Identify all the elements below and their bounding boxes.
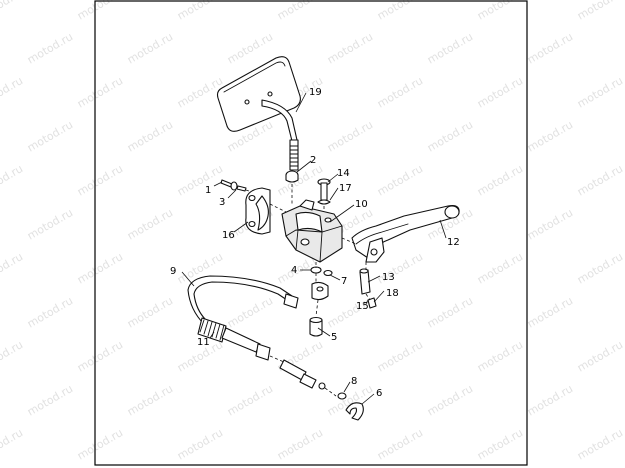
watermark-text: motod.ru (225, 30, 275, 66)
watermark-text: motod.ru (575, 0, 625, 23)
watermark-text: motod.ru (275, 162, 325, 198)
callout-6: 6 (376, 388, 382, 399)
part-clutch-lever (341, 204, 460, 263)
watermark-text: motod.ru (425, 294, 475, 330)
watermark-text: motod.ru (575, 250, 625, 286)
watermark-text: motod.ru (525, 30, 575, 66)
callout-8: 8 (351, 376, 357, 387)
watermark-text: motod.ru (475, 0, 525, 23)
watermark-text: motod.ru (375, 338, 425, 374)
watermark-text: motod.ru (75, 162, 125, 198)
callout-10: 10 (355, 199, 368, 210)
watermark-text: motod.ru (0, 250, 25, 286)
watermark-text: motod.ru (125, 206, 175, 242)
watermark-text: motod.ru (0, 426, 25, 462)
watermark-text: motod.ru (275, 426, 325, 462)
part-lever-bracket (281, 199, 343, 263)
watermark-text: motod.ru (575, 338, 625, 374)
callout-13: 13 (382, 272, 395, 283)
watermark-text: motod.ru (175, 426, 225, 462)
watermark-text: motod.ru (175, 162, 225, 198)
part-clamp (245, 187, 287, 235)
watermark-text: motod.ru (125, 382, 175, 418)
watermark-text: motod.ru (475, 162, 525, 198)
watermark-text: motod.ru (375, 426, 425, 462)
part-cable-clip (337, 392, 364, 421)
callout-1: 1 (205, 185, 211, 196)
part-adjuster-stack (309, 262, 333, 337)
watermark-text: motod.ru (325, 118, 375, 154)
callout-17: 17 (339, 183, 352, 194)
diagram-frame (94, 0, 528, 466)
watermark-text: motod.ru (425, 30, 475, 66)
watermark-text: motod.ru (0, 338, 25, 374)
watermark-text: motod.ru (75, 0, 125, 23)
watermark-text: motod.ru (575, 162, 625, 198)
watermark-text: motod.ru (25, 30, 75, 66)
callout-7: 7 (341, 276, 347, 287)
watermark-text: motod.ru (525, 382, 575, 418)
leader-lines (181, 92, 447, 405)
watermark-text: motod.ru (225, 382, 275, 418)
watermark-text: motod.ru (475, 426, 525, 462)
watermark-text: motod.ru (175, 0, 225, 23)
callout-5: 5 (331, 332, 337, 343)
watermark-text: motod.ru (525, 206, 575, 242)
watermark-text: motod.ru (125, 294, 175, 330)
watermark-text: motod.ru (0, 162, 25, 198)
callout-18: 18 (386, 288, 399, 299)
watermark-text: motod.ru (25, 294, 75, 330)
watermark-text: motod.ru (75, 338, 125, 374)
callout-15: 15 (356, 301, 369, 312)
watermark-text: motod.ru (375, 162, 425, 198)
watermark-text: motod.ru (0, 74, 25, 110)
part-pin-assembly (359, 262, 377, 309)
watermark-text: motod.ru (475, 74, 525, 110)
callout-11: 11 (197, 337, 210, 348)
callout-14: 14 (337, 168, 350, 179)
part-mirror (216, 56, 301, 171)
callout-labels: 19 2 1 3 16 14 17 10 12 13 15 18 4 7 5 9… (170, 87, 460, 399)
watermark-text: motod.ru (325, 30, 375, 66)
watermark-text: motod.ru (125, 118, 175, 154)
watermark-text: motod.ru (525, 118, 575, 154)
watermark-text: motod.ru (125, 30, 175, 66)
callout-19: 19 (309, 87, 322, 98)
watermark-text: motod.ru (0, 0, 25, 23)
watermark-text: motod.ru (375, 74, 425, 110)
watermark-text: motod.ru (575, 426, 625, 462)
watermark-text: motod.ru (425, 382, 475, 418)
watermark-text: motod.ru (75, 74, 125, 110)
part-pivot-bolt (317, 178, 331, 216)
watermark-text: motod.ru (275, 0, 325, 23)
watermark-text: motod.ru (375, 0, 425, 23)
callout-16: 16 (222, 230, 235, 241)
watermark-text: motod.ru (425, 118, 475, 154)
callout-2: 2 (310, 155, 316, 166)
watermark-text: motod.ru (475, 338, 525, 374)
part-clutch-cable (187, 275, 337, 397)
watermark-text: motod.ru (75, 426, 125, 462)
watermark-text: motod.ru (225, 294, 275, 330)
watermark-text: motod.ru (575, 74, 625, 110)
callout-12: 12 (447, 237, 460, 248)
part-nut (285, 170, 299, 205)
callout-9: 9 (170, 266, 176, 277)
watermark-text: motod.ru (25, 118, 75, 154)
watermark-text: motod.ru (475, 250, 525, 286)
watermark-text: motod.ru (25, 382, 75, 418)
watermark-text: motod.ru (525, 294, 575, 330)
callout-4: 4 (291, 265, 297, 276)
watermark-text: motod.ru (25, 206, 75, 242)
callout-3: 3 (219, 197, 225, 208)
watermark-text: motod.ru (75, 250, 125, 286)
